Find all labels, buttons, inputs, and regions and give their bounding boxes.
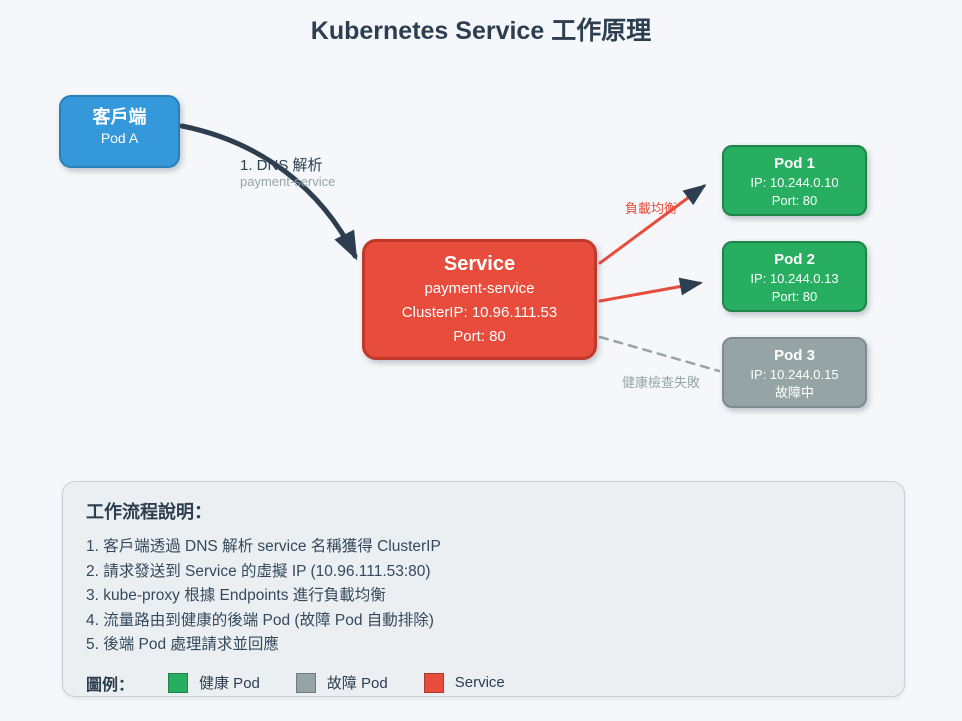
service-node-name: payment-service	[424, 280, 535, 297]
workflow-step-3: 3. kube-proxy 根據 Endpoints 進行負載均衡	[86, 587, 386, 604]
pod-node-2: Pod 2 IP: 10.244.0.13 Port: 80	[722, 241, 867, 312]
service-node: Service payment-service ClusterIP: 10.96…	[362, 239, 597, 360]
pod-ip: IP: 10.244.0.10	[750, 175, 839, 190]
edge-label-dns: 1. DNS 解析	[240, 157, 323, 174]
pod-title: Pod 3	[774, 347, 815, 364]
workflow-step-5: 5. 後端 Pod 處理請求並回應	[86, 636, 279, 653]
pod-node-1: Pod 1 IP: 10.244.0.10 Port: 80	[722, 145, 867, 216]
service-node-port: Port: 80	[453, 328, 506, 345]
legend-item-label: 故障 Pod	[326, 675, 388, 692]
pod-detail: Port: 80	[771, 193, 818, 208]
pod-title: Pod 2	[774, 251, 815, 268]
legend-item-healthy-pod: 健康 Pod	[168, 672, 260, 693]
legend-item-label: Service	[454, 674, 505, 691]
legend-item-label: 健康 Pod	[199, 675, 260, 692]
client-node: 客戶端 Pod A	[59, 95, 180, 168]
service-swatch	[423, 672, 444, 693]
legend-item-service: Service	[423, 672, 505, 693]
workflow-panel: 工作流程說明： 1. 客戶端透過 DNS 解析 service 名稱獲得 Clu…	[62, 481, 905, 697]
workflow-step-4: 4. 流量路由到健康的後端 Pod (故障 Pod 自動排除)	[86, 611, 434, 629]
client-node-title: 客戶端	[92, 107, 147, 127]
edge-label-health-fail: 健康檢查失敗	[622, 375, 701, 390]
service-node-clusterip: ClusterIP: 10.96.111.53	[401, 304, 558, 321]
legend-item-failed-pod: 故障 Pod	[295, 672, 388, 693]
healthy-pod-swatch	[168, 672, 189, 693]
workflow-panel-heading: 工作流程說明：	[86, 502, 212, 522]
workflow-step-1: 1. 客戶端透過 DNS 解析 service 名稱獲得 ClusterIP	[86, 538, 441, 555]
pod-ip: IP: 10.244.0.13	[750, 271, 839, 286]
workflow-step-2: 2. 請求發送到 Service 的虛擬 IP (10.96.111.53:80…	[86, 562, 431, 580]
edge-service-pod3-dashed	[598, 335, 721, 373]
legend: 圖例： 健康 Pod 故障 Pod Service	[86, 671, 880, 695]
pod-title: Pod 1	[774, 155, 815, 172]
edge-label-dns-sub: payment-service	[240, 174, 336, 189]
pod-detail: Port: 80	[771, 289, 818, 304]
pod-detail: 故障中	[774, 385, 814, 400]
edge-service-pod1	[598, 184, 707, 265]
edge-service-pod2	[598, 277, 703, 303]
pod-ip: IP: 10.244.0.15	[750, 367, 839, 382]
edge-label-load-balance: 負載均衡	[625, 201, 678, 216]
client-node-subtitle: Pod A	[100, 130, 139, 146]
page-title: Kubernetes Service 工作原理	[310, 17, 652, 45]
failed-pod-swatch	[295, 672, 316, 693]
service-node-title: Service	[443, 253, 516, 275]
legend-label: 圖例：	[86, 676, 135, 694]
pod-node-3: Pod 3 IP: 10.244.0.15 故障中	[722, 337, 867, 408]
edge-dns-arrow	[179, 123, 358, 261]
